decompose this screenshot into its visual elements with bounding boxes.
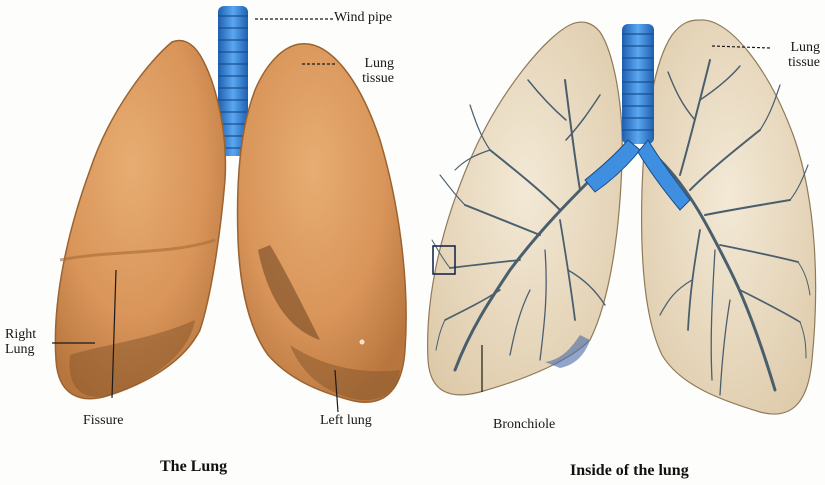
caption-inside-of-the-lung: Inside of the lung bbox=[570, 462, 689, 480]
fissure-label: Fissure bbox=[83, 413, 123, 428]
right-lung-shape bbox=[55, 41, 225, 399]
lung-tissue-label-right: Lung tissue bbox=[772, 40, 820, 70]
wind-pipe-label: Wind pipe bbox=[334, 10, 392, 25]
inner-right-lung-shape bbox=[428, 22, 623, 395]
left-lung-label: Left lung bbox=[320, 413, 372, 428]
caption-the-lung: The Lung bbox=[160, 458, 227, 476]
right-lung-label: Right Lung bbox=[5, 327, 47, 357]
bronchiole-label: Bronchiole bbox=[493, 417, 555, 432]
lung-tissue-label-left: Lung tissue bbox=[334, 56, 394, 86]
left-lung-shape bbox=[238, 44, 407, 402]
